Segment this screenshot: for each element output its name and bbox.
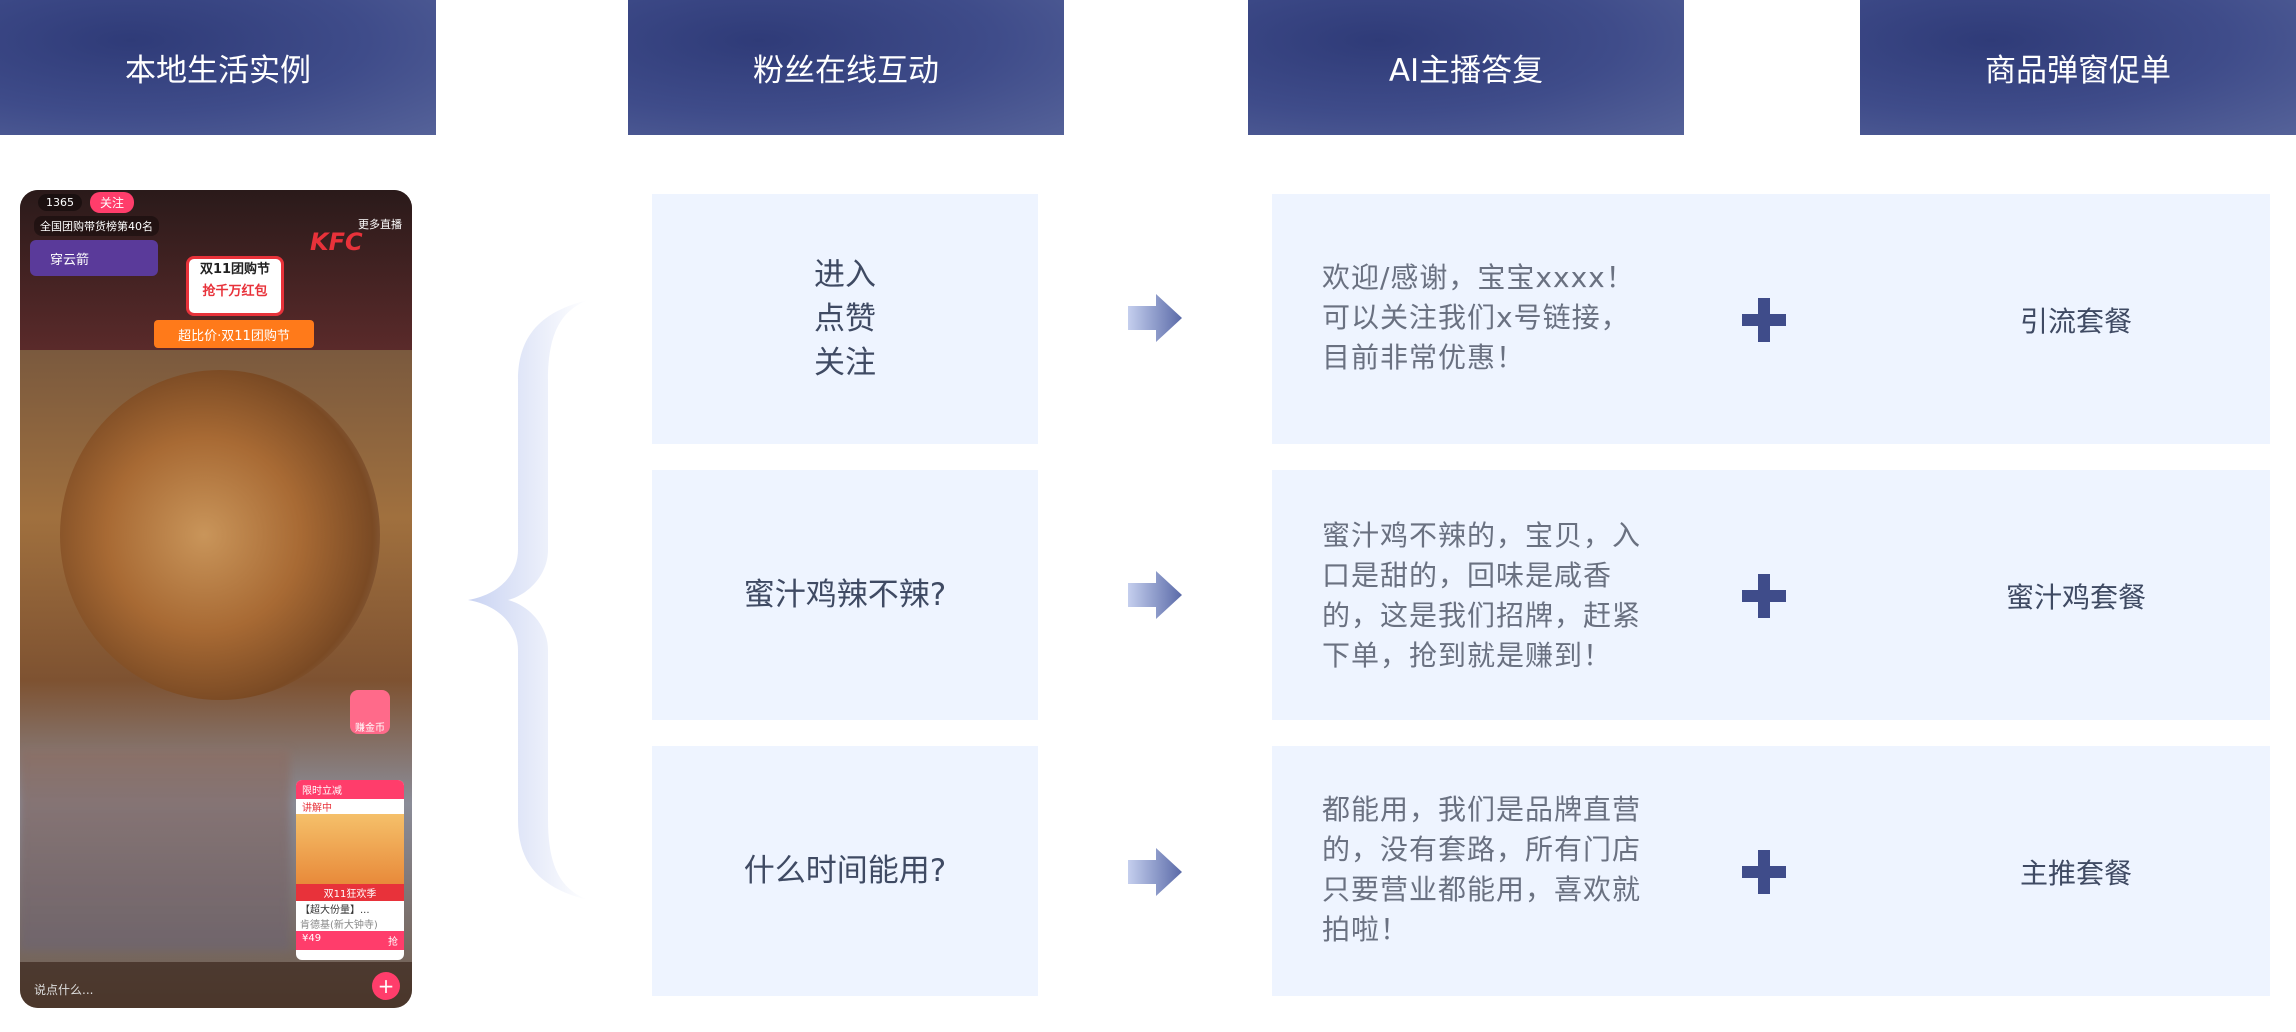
- promo-bar[interactable]: 超比价·双11团购节: [154, 320, 314, 348]
- promo-line2: 抢千万红包: [202, 284, 268, 299]
- popup-title: 【超大份量】...: [300, 905, 370, 916]
- fan-text: 蜜汁鸡辣不辣?: [743, 577, 947, 613]
- plus-icon: [1742, 574, 1786, 618]
- popup-buy-button[interactable]: 抢: [388, 937, 398, 948]
- bottom-bar: [20, 962, 412, 1008]
- streamer-name: 穿云箭: [50, 252, 90, 268]
- product-popup-card[interactable]: 限时立减 讲解中 双11狂欢季 【超大份量】... 肯德基(新大钟寺) ¥49 …: [296, 780, 404, 960]
- brand-logo: KFC: [310, 228, 363, 256]
- reply-text: 欢迎/感谢，宝宝xxxx！可以关注我们x号链接，目前非常优惠！: [1322, 261, 1635, 374]
- reply-box-1: 欢迎/感谢，宝宝xxxx！可以关注我们x号链接，目前非常优惠！ 引流套餐: [1272, 194, 2270, 444]
- header-label: AI主播答复: [1388, 53, 1544, 89]
- popup-image: [296, 814, 404, 884]
- plus-icon: [1742, 850, 1786, 894]
- brace-icon: [468, 300, 588, 900]
- arrow-right-icon: [1128, 848, 1182, 896]
- header-label: 商品弹窗促单: [1985, 53, 2171, 89]
- popup-store: 肯德基(新大钟寺): [300, 920, 378, 931]
- header-local-life: 本地生活实例: [0, 0, 436, 135]
- chat-input[interactable]: 说点什么...: [34, 983, 94, 997]
- rank-badge[interactable]: 全国团购带货榜第40名: [34, 216, 159, 236]
- product-label: 主推套餐: [2019, 857, 2132, 890]
- fan-text: 什么时间能用?: [743, 853, 947, 889]
- promo-line1: 双11团购节: [199, 262, 271, 277]
- arrow-right-icon: [1128, 571, 1182, 619]
- arrow-right-icon: [1128, 294, 1182, 342]
- reply-text: 蜜汁鸡不辣的，宝贝，入口是甜的，回味是咸香的，这是我们招牌，赶紧下单，抢到就是赚…: [1322, 519, 1642, 672]
- viewer-count: 1365: [38, 194, 82, 211]
- fan-box-1: 进入 点赞 关注: [652, 194, 1038, 444]
- plus-icon: [1742, 298, 1786, 342]
- product-label: 蜜汁鸡套餐: [2005, 581, 2146, 614]
- header-ai-reply: AI主播答复: [1248, 0, 1684, 135]
- follow-button[interactable]: 关注: [90, 192, 135, 213]
- promo-badge: 双11团购节 抢千万红包: [186, 256, 284, 316]
- popup-banner: 双11狂欢季: [296, 884, 404, 901]
- coin-button[interactable]: 赚金币: [350, 690, 390, 734]
- fan-text: 进入 点赞 关注: [814, 257, 876, 381]
- more-live-link[interactable]: 更多直播: [358, 218, 402, 231]
- plus-icon[interactable]: +: [372, 972, 400, 1000]
- reply-box-2: 蜜汁鸡不辣的，宝贝，入口是甜的，回味是咸香的，这是我们招牌，赶紧下单，抢到就是赚…: [1272, 470, 2270, 720]
- fan-box-3: 什么时间能用?: [652, 746, 1038, 996]
- live-stream-screenshot: 1365 关注 全国团购带货榜第40名 更多直播 穿云箭 KFC 双11团购节 …: [20, 190, 412, 1008]
- coin-label: 赚金币: [355, 723, 385, 734]
- popup-price: ¥49: [302, 933, 322, 944]
- header-label: 粉丝在线互动: [753, 53, 939, 89]
- popup-tag: 限时立减: [296, 780, 404, 799]
- streamer-card[interactable]: 穿云箭: [30, 240, 158, 276]
- reply-box-3: 都能用，我们是品牌直营的，没有套路，所有门店只要营业都能用，喜欢就拍啦！ 主推套…: [1272, 746, 2270, 996]
- food-image: [60, 370, 380, 700]
- header-product-popup: 商品弹窗促单: [1860, 0, 2296, 135]
- product-label: 引流套餐: [2019, 305, 2132, 338]
- popup-sub: 讲解中: [302, 803, 332, 814]
- reply-text: 都能用，我们是品牌直营的，没有套路，所有门店只要营业都能用，喜欢就拍啦！: [1322, 793, 1642, 946]
- header-label: 本地生活实例: [125, 53, 311, 89]
- fan-box-2: 蜜汁鸡辣不辣?: [652, 470, 1038, 720]
- header-fan-interaction: 粉丝在线互动: [628, 0, 1064, 135]
- viewer-bar: 1365 关注: [38, 192, 135, 213]
- popup-price-bar: ¥49 抢: [296, 931, 404, 950]
- chat-area-blurred: [20, 750, 290, 950]
